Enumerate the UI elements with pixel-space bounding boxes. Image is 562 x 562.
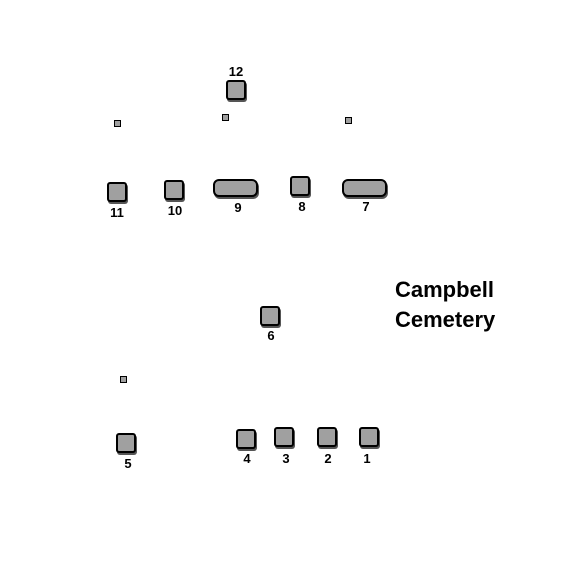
- marker-icon: [114, 120, 121, 127]
- grave-7[interactable]: [342, 179, 387, 197]
- grave-8[interactable]: [290, 176, 310, 196]
- grave-label-8: 8: [298, 199, 306, 214]
- grave-label-3: 3: [282, 451, 290, 466]
- map-title-line-2: Cemetery: [395, 307, 496, 332]
- grave-2[interactable]: [317, 427, 337, 447]
- grave-label-7: 7: [362, 199, 370, 214]
- grave-12[interactable]: [226, 80, 246, 100]
- grave-label-11: 11: [110, 205, 124, 220]
- grave-6[interactable]: [260, 306, 280, 326]
- marker-icon: [222, 114, 229, 121]
- grave-label-2: 2: [324, 451, 332, 466]
- map-title: Campbell Cemetery: [395, 275, 495, 335]
- grave-9[interactable]: [213, 179, 258, 197]
- grave-label-9: 9: [234, 200, 242, 215]
- grave-5[interactable]: [116, 433, 136, 453]
- marker-icon: [120, 376, 127, 383]
- grave-11[interactable]: [107, 182, 127, 202]
- grave-label-1: 1: [363, 451, 371, 466]
- grave-label-5: 5: [124, 456, 132, 471]
- grave-label-4: 4: [243, 451, 251, 466]
- grave-label-6: 6: [267, 328, 275, 343]
- grave-label-12: 12: [228, 64, 244, 79]
- grave-3[interactable]: [274, 427, 294, 447]
- map-title-line-1: Campbell: [395, 277, 495, 302]
- grave-4[interactable]: [236, 429, 256, 449]
- grave-10[interactable]: [164, 180, 184, 200]
- grave-1[interactable]: [359, 427, 379, 447]
- marker-icon: [345, 117, 352, 124]
- grave-label-10: 10: [167, 203, 183, 218]
